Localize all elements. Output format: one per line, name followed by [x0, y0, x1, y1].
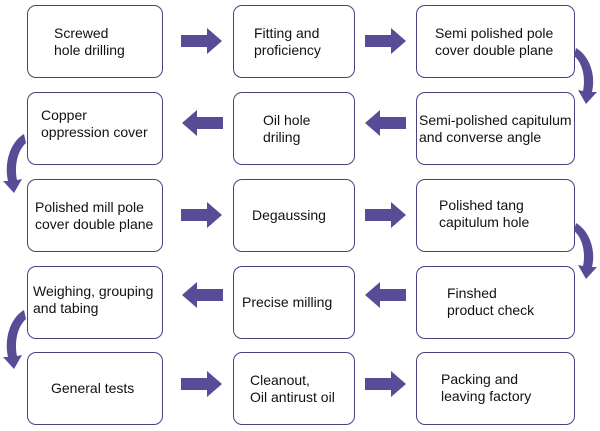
- step-general-tests: General tests: [27, 352, 163, 425]
- arrow-right-icon: [181, 28, 222, 54]
- arrow-left-icon: [182, 110, 223, 136]
- step-label: Polished mill pole cover double plane: [35, 198, 154, 232]
- step-label: Polished tang capitulum hole: [439, 197, 530, 230]
- step-degaussing: Degaussing: [233, 179, 355, 252]
- step-copper-oppression-cover: Copper oppression cover: [27, 92, 163, 165]
- step-label: Screwed hole drilling: [54, 24, 125, 58]
- curved-arrow-down-icon: [3, 134, 26, 193]
- step-label: Semi-polished capitulum and converse ang…: [419, 111, 572, 145]
- arrow-right-icon: [181, 371, 222, 397]
- step-packing-leaving-factory: Packing and leaving factory: [416, 352, 575, 425]
- curved-arrow-down-icon: [574, 48, 597, 104]
- step-label: Oil hole driling: [263, 111, 311, 145]
- arrow-right-icon: [365, 371, 406, 397]
- step-precise-milling: Precise milling: [233, 266, 355, 339]
- step-label: Packing and leaving factory: [441, 371, 532, 404]
- curved-arrow-down-icon: [3, 310, 26, 369]
- arrow-left-icon: [365, 282, 406, 308]
- step-label: General tests: [51, 380, 135, 396]
- step-oil-hole-driling: Oil hole driling: [233, 92, 355, 165]
- step-label: Finshed product check: [447, 285, 535, 318]
- curved-arrow-down-icon: [574, 223, 597, 279]
- arrow-left-icon: [182, 282, 223, 308]
- step-label: Fitting and proficiency: [254, 24, 321, 58]
- step-semi-polished-capitulum: Semi-polished capitulum and converse ang…: [416, 92, 575, 165]
- arrow-left-icon: [365, 110, 406, 136]
- arrow-right-icon: [181, 202, 222, 228]
- step-finshed-product-check: Finshed product check: [416, 266, 575, 339]
- step-screwed-hole-drilling: Screwed hole drilling: [27, 5, 163, 78]
- step-fitting-and-proficiency: Fitting and proficiency: [233, 5, 355, 78]
- step-semi-polished-pole-cover: Semi polished pole cover double plane: [416, 5, 575, 78]
- step-label: Copper oppression cover: [41, 107, 148, 140]
- step-cleanout-oil-antirust: Cleanout, Oil antirust oil: [233, 352, 355, 425]
- step-label: Cleanout, Oil antirust oil: [250, 371, 335, 405]
- step-polished-tang-capitulum: Polished tang capitulum hole: [416, 179, 575, 252]
- step-label: Degaussing: [252, 207, 326, 223]
- step-weighing-grouping-tabing: Weighing, grouping and tabing: [27, 266, 163, 339]
- arrow-right-icon: [365, 28, 406, 54]
- step-label: Precise milling: [242, 294, 333, 310]
- step-polished-mill-pole-cover: Polished mill pole cover double plane: [27, 179, 163, 252]
- step-label: Weighing, grouping and tabing: [33, 283, 154, 316]
- step-label: Semi polished pole cover double plane: [435, 24, 554, 58]
- arrow-right-icon: [365, 202, 406, 228]
